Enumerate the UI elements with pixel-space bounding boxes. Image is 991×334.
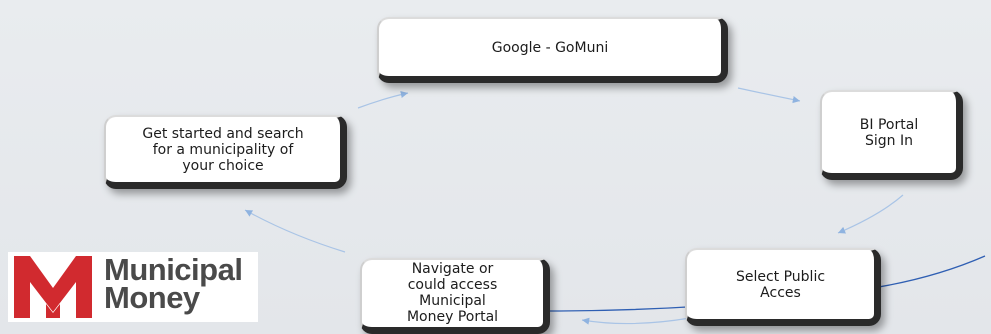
step-get-started: Get started and search for a municipalit… xyxy=(104,115,347,189)
arrow-navigate-to-get xyxy=(244,209,346,253)
arrow-get-to-google xyxy=(357,91,409,109)
step-get-line-1: Get started and search xyxy=(142,125,304,142)
step-google-gomuni: Google - GoMuni xyxy=(377,17,728,83)
step-navigate-portal: Navigate or could access Municipal Money… xyxy=(360,258,550,334)
step-bi-line-2: Sign In xyxy=(865,132,913,149)
municipal-money-logo: Municipal Money xyxy=(8,252,258,322)
step-bi-portal-sign-in: BI Portal Sign In xyxy=(820,90,963,180)
step-nav-line-4: Money Portal xyxy=(406,308,499,325)
logo-line-1: Municipal xyxy=(104,252,243,287)
arrow-select-to-navigate xyxy=(581,317,691,325)
step-select-public-access: Select Public Acces xyxy=(685,248,881,326)
step-google-label: Google - GoMuni xyxy=(491,39,609,56)
step-nav-line-2: could access xyxy=(407,276,498,293)
step-nav-line-3: Municipal xyxy=(419,292,486,309)
logo-line-2: Money xyxy=(104,280,200,315)
step-select-line-1: Select Public xyxy=(735,268,826,285)
step-get-line-2: for a municipality of xyxy=(152,141,294,158)
municipal-money-m-icon xyxy=(14,256,92,318)
arrow-bi-to-select xyxy=(837,194,904,234)
step-get-line-3: your choice xyxy=(182,157,264,174)
step-nav-line-1: Navigate or xyxy=(411,260,494,277)
arrow-google-to-bi xyxy=(737,87,801,104)
step-select-line-2: Acces xyxy=(760,284,801,301)
step-bi-line-1: BI Portal xyxy=(859,116,919,133)
